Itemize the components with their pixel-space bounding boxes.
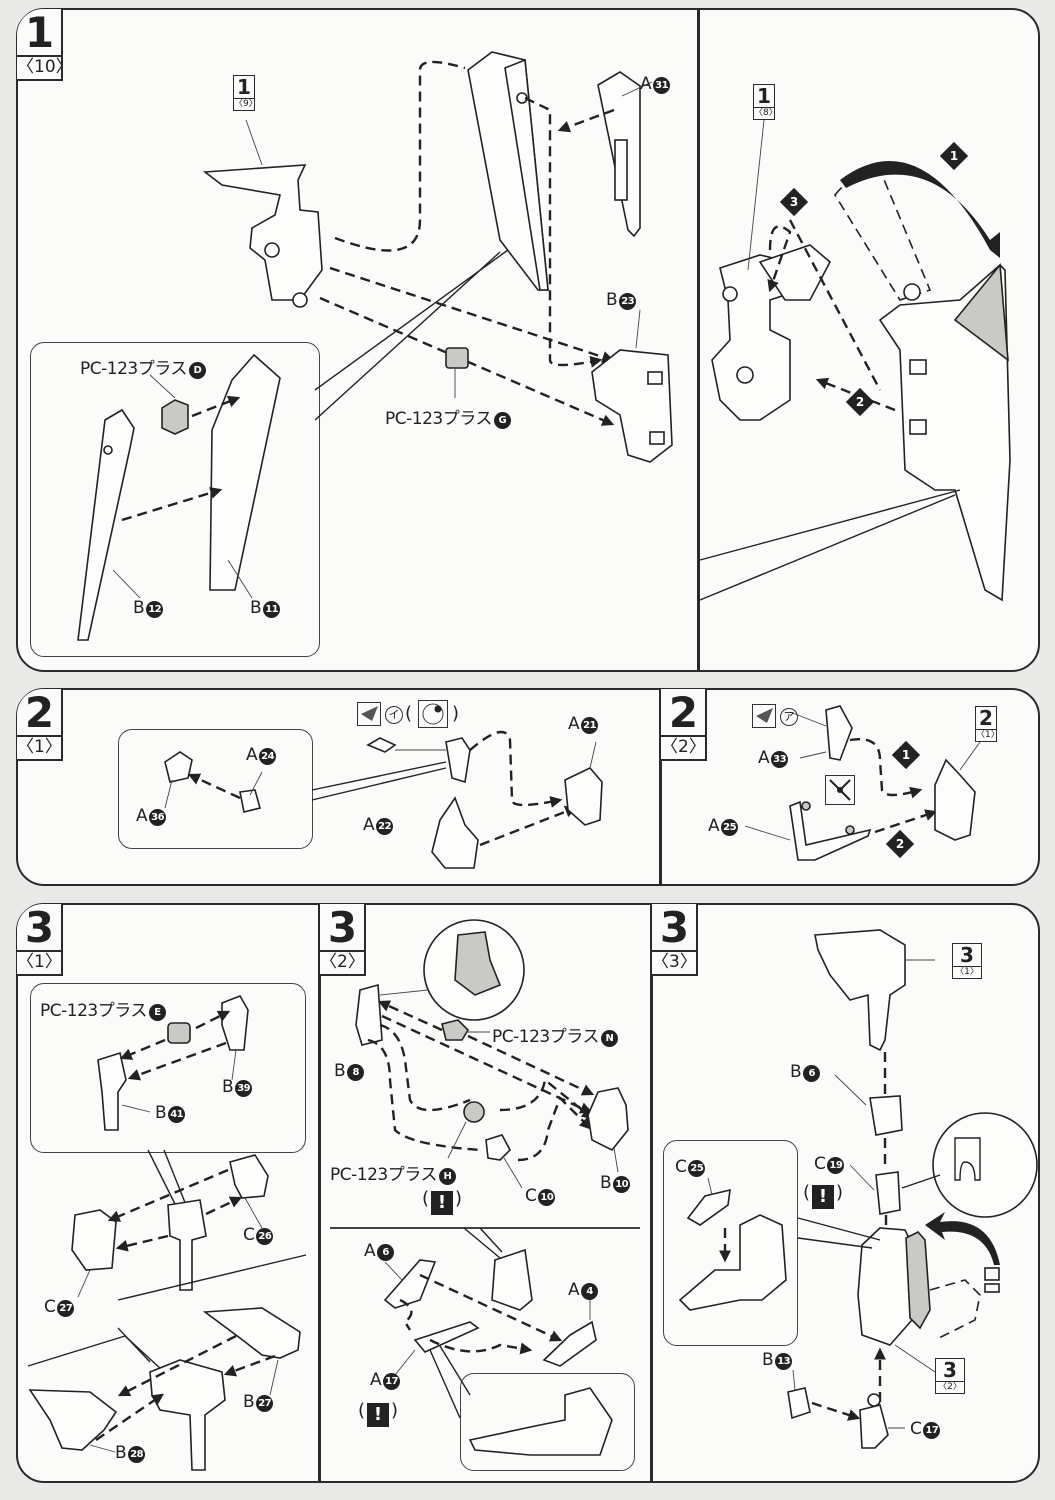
sticker-icon	[752, 704, 776, 728]
step-2-divider	[659, 690, 662, 884]
step-tag-3-2: 3 〈2〉	[320, 904, 366, 976]
sticker-icon	[357, 702, 381, 726]
order-mark-1: 1	[891, 740, 921, 770]
order-mark-1: 1	[939, 141, 969, 171]
order-mark-2: 2	[845, 387, 875, 417]
warning-a17: (!)	[358, 1400, 399, 1427]
step-3-2-subdivider	[330, 1227, 640, 1229]
nipper-cut-icon	[825, 775, 855, 805]
step-2-1-inset	[118, 729, 313, 849]
marking-i: イ	[385, 706, 403, 724]
step-tag-2-1: 2 〈1〉	[17, 689, 63, 761]
eye-dot-icon	[418, 700, 448, 728]
step-3-2-inset	[460, 1373, 635, 1471]
step-3-divider-a	[318, 905, 321, 1481]
order-mark-2: 2	[885, 829, 915, 859]
ref-tag-1-9: 1 〈9〉	[233, 75, 258, 111]
paren-close: )	[452, 703, 460, 724]
ref-tag-2-1: 2 〈1〉	[975, 706, 1000, 742]
step-tag-1-10: 1 〈10〉	[17, 9, 73, 81]
step-tag-2-2: 2 〈2〉	[661, 689, 707, 761]
order-mark-3: 3	[779, 187, 809, 217]
ref-tag-3-2: 3 〈2〉	[935, 1358, 965, 1394]
caution-icon: !	[431, 1191, 454, 1215]
ref-tag-3-1: 3 〈1〉	[952, 943, 982, 979]
step-3-divider-b	[650, 905, 653, 1481]
warning-pc-h: (!)	[422, 1188, 463, 1215]
step-tag-3-1: 3 〈1〉	[17, 904, 63, 976]
caution-icon: !	[367, 1403, 390, 1427]
warning-c19: (!)	[803, 1182, 844, 1209]
marking-a: ア	[780, 708, 798, 726]
step-1-divider	[697, 10, 700, 670]
paren-open: (	[405, 703, 413, 724]
ref-tag-1-8: 1 〈8〉	[753, 84, 778, 120]
step-tag-3-3: 3 〈3〉	[652, 904, 698, 976]
caution-icon: !	[812, 1185, 835, 1209]
